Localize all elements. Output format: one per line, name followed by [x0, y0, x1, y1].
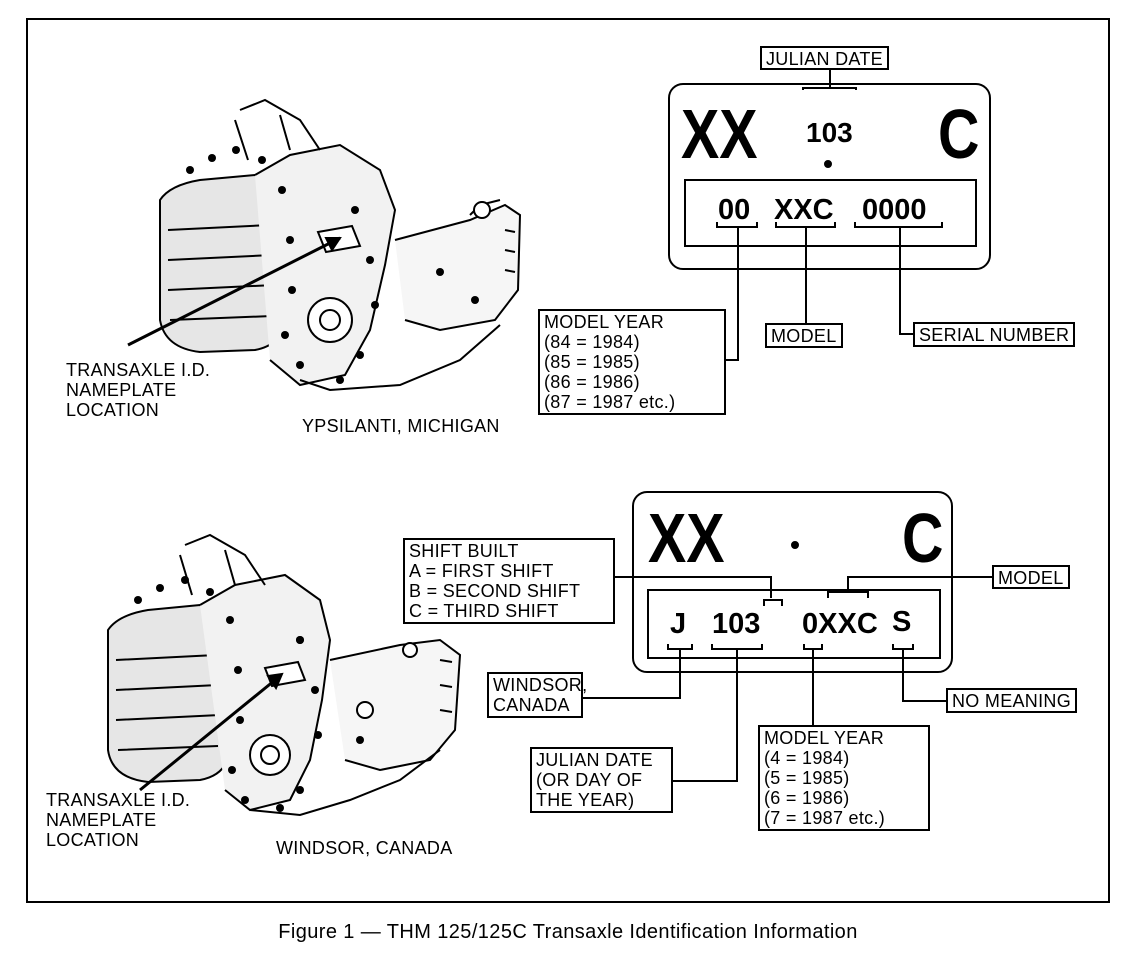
- julian-date-bottom-line-2: (OR DAY OF: [536, 770, 643, 790]
- julian-date-bottom-line-3: THE YEAR): [536, 790, 635, 810]
- top-serial-label: SERIAL NUMBER: [913, 322, 1076, 347]
- top-plate-model-code: XXC: [774, 194, 834, 226]
- bottom-plate-model-code: 0XXC: [802, 608, 878, 640]
- bottom-plate-julian-code: 103: [712, 608, 761, 640]
- bottom-model-year-row: (7 = 1987 etc.): [764, 808, 886, 828]
- windsor-canada-box: WINDSOR, CANADA: [487, 672, 588, 718]
- top-model-year-title: MODEL YEAR: [544, 312, 665, 332]
- bottom-model-label: MODEL: [992, 565, 1070, 589]
- bottom-model-year-row: (6 = 1986): [764, 788, 850, 808]
- top-location-line-2: NAMEPLATE: [66, 380, 177, 400]
- top-plate-julian-code: 103: [806, 117, 853, 148]
- top-model-year-row: (84 = 1984): [544, 332, 640, 352]
- top-model-year-box: MODEL YEAR (84 = 1984) (85 = 1985) (86 =…: [538, 309, 726, 415]
- top-location-line-1: TRANSAXLE I.D.: [66, 360, 211, 380]
- top-plate-serial-code: 0000: [862, 194, 927, 226]
- windsor-canada-line-2: CANADA: [493, 695, 570, 715]
- bottom-plate-plant-code: J: [670, 608, 687, 640]
- shift-built-row: C = THIRD SHIFT: [409, 601, 559, 621]
- shift-built-box: SHIFT BUILT A = FIRST SHIFT B = SECOND S…: [403, 538, 615, 624]
- shift-built-row: A = FIRST SHIFT: [409, 561, 554, 581]
- top-model-year-row: (86 = 1986): [544, 372, 640, 392]
- transaxle-illustration-top: [127, 98, 522, 392]
- top-location-line-3: LOCATION: [66, 400, 160, 420]
- bottom-model-year-row: (5 = 1985): [764, 768, 850, 788]
- top-model-year-row: (85 = 1985): [544, 352, 640, 372]
- julian-date-label-top: JULIAN DATE: [760, 46, 889, 70]
- shift-built-title: SHIFT BUILT: [409, 541, 519, 561]
- bottom-location-line-2: NAMEPLATE: [46, 810, 157, 830]
- bottom-plant-caption: WINDSOR, CANADA: [276, 838, 453, 858]
- top-plate-big-left: XX: [681, 95, 758, 173]
- no-meaning-label: NO MEANING: [946, 688, 1078, 713]
- bottom-plate-big-left: XX: [648, 499, 725, 577]
- bottom-model-year-row: (4 = 1984): [764, 748, 850, 768]
- bottom-plate-suffix-code: S: [892, 606, 912, 638]
- bottom-model-year-title: MODEL YEAR: [764, 728, 885, 748]
- figure-frame: [26, 18, 1110, 903]
- windsor-canada-line-1: WINDSOR,: [493, 675, 588, 695]
- bottom-location-line-3: LOCATION: [46, 830, 140, 850]
- bottom-location-line-1: TRANSAXLE I.D.: [46, 790, 191, 810]
- bottom-location-label: TRANSAXLE I.D. NAMEPLATE LOCATION: [46, 790, 190, 850]
- julian-date-box-bottom: JULIAN DATE (OR DAY OF THE YEAR): [530, 747, 673, 813]
- top-location-label: TRANSAXLE I.D. NAMEPLATE LOCATION: [66, 360, 210, 420]
- transaxle-illustration-bottom: [107, 533, 462, 817]
- bottom-nameplate: [583, 491, 992, 782]
- top-plant-caption: YPSILANTI, MICHIGAN: [302, 416, 500, 436]
- figure-caption: Figure 1 — THM 125/125C Transaxle Identi…: [278, 921, 858, 943]
- top-nameplate: [668, 68, 991, 361]
- top-plate-big-right: C: [938, 95, 980, 173]
- top-plate-model-year-code: 00: [718, 194, 751, 226]
- julian-date-bottom-line-1: JULIAN DATE: [536, 750, 653, 770]
- top-model-year-row: (87 = 1987 etc.): [544, 392, 676, 412]
- top-model-label: MODEL: [765, 323, 843, 348]
- shift-built-row: B = SECOND SHIFT: [409, 581, 581, 601]
- bottom-model-year-box: MODEL YEAR (4 = 1984) (5 = 1985) (6 = 19…: [758, 725, 930, 831]
- bottom-plate-big-right: C: [902, 499, 944, 577]
